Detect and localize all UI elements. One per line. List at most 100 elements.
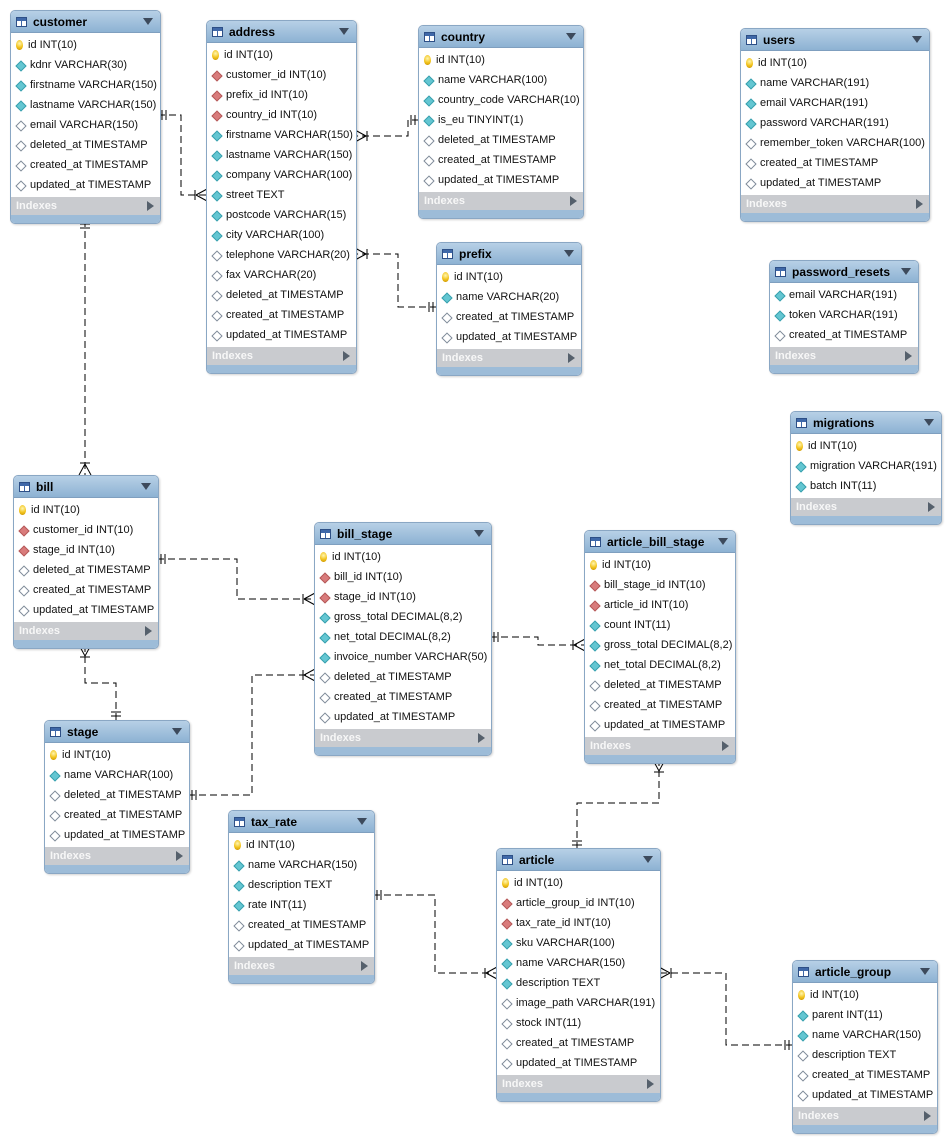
column-row[interactable]: bill_stage_id INT(10) — [585, 575, 735, 595]
column-row[interactable]: id INT(10) — [741, 53, 929, 73]
column-row[interactable]: created_at TIMESTAMP — [229, 915, 374, 935]
column-row[interactable]: name VARCHAR(20) — [437, 287, 581, 307]
column-row[interactable]: company VARCHAR(100) — [207, 165, 356, 185]
column-row[interactable]: deleted_at TIMESTAMP — [207, 285, 356, 305]
expand-arrow-icon[interactable] — [647, 1079, 654, 1089]
column-row[interactable]: id INT(10) — [585, 555, 735, 575]
column-row[interactable]: id INT(10) — [315, 547, 491, 567]
column-row[interactable]: created_at TIMESTAMP — [585, 695, 735, 715]
relationship-line-customer-address[interactable] — [158, 114, 207, 196]
expand-arrow-icon[interactable] — [924, 1111, 931, 1121]
column-row[interactable]: created_at TIMESTAMP — [419, 150, 583, 170]
indexes-section[interactable]: Indexes — [741, 195, 929, 213]
column-row[interactable]: name VARCHAR(150) — [497, 953, 660, 973]
column-row[interactable]: stage_id INT(10) — [14, 540, 158, 560]
collapse-arrow-icon[interactable] — [924, 419, 934, 426]
column-row[interactable]: name VARCHAR(100) — [419, 70, 583, 90]
column-row[interactable]: updated_at TIMESTAMP — [741, 173, 929, 193]
column-row[interactable]: invoice_number VARCHAR(50) — [315, 647, 491, 667]
column-row[interactable]: batch INT(11) — [791, 476, 941, 496]
expand-arrow-icon[interactable] — [722, 741, 729, 751]
column-row[interactable]: created_at TIMESTAMP — [437, 307, 581, 327]
collapse-arrow-icon[interactable] — [901, 268, 911, 275]
column-row[interactable]: updated_at TIMESTAMP — [497, 1053, 660, 1073]
column-row[interactable]: article_group_id INT(10) — [497, 893, 660, 913]
column-row[interactable]: image_path VARCHAR(191) — [497, 993, 660, 1013]
column-row[interactable]: updated_at TIMESTAMP — [11, 175, 160, 195]
column-row[interactable]: sku VARCHAR(100) — [497, 933, 660, 953]
collapse-arrow-icon[interactable] — [339, 28, 349, 35]
column-row[interactable]: deleted_at TIMESTAMP — [585, 675, 735, 695]
column-row[interactable]: updated_at TIMESTAMP — [585, 715, 735, 735]
expand-arrow-icon[interactable] — [343, 351, 350, 361]
relationship-line-stage-bill[interactable] — [84, 645, 117, 720]
column-row[interactable]: email VARCHAR(191) — [770, 285, 918, 305]
column-row[interactable]: kdnr VARCHAR(30) — [11, 55, 160, 75]
collapse-arrow-icon[interactable] — [912, 36, 922, 43]
column-row[interactable]: fax VARCHAR(20) — [207, 265, 356, 285]
column-row[interactable]: email VARCHAR(191) — [741, 93, 929, 113]
column-row[interactable]: created_at TIMESTAMP — [793, 1065, 937, 1085]
column-row[interactable]: id INT(10) — [497, 873, 660, 893]
indexes-section[interactable]: Indexes — [437, 349, 581, 367]
column-row[interactable]: created_at TIMESTAMP — [207, 305, 356, 325]
relationship-line-article-article-bill-stage[interactable] — [576, 760, 660, 849]
indexes-section[interactable]: Indexes — [315, 729, 491, 747]
indexes-section[interactable]: Indexes — [791, 498, 941, 516]
column-row[interactable]: id INT(10) — [419, 50, 583, 70]
indexes-section[interactable]: Indexes — [207, 347, 356, 365]
column-row[interactable]: lastname VARCHAR(150) — [11, 95, 160, 115]
expand-arrow-icon[interactable] — [478, 733, 485, 743]
indexes-section[interactable]: Indexes — [770, 347, 918, 365]
collapse-arrow-icon[interactable] — [566, 33, 576, 40]
column-row[interactable]: postcode VARCHAR(15) — [207, 205, 356, 225]
column-row[interactable]: name VARCHAR(150) — [793, 1025, 937, 1045]
relationship-line-bill-stage-article-bill-stage[interactable] — [490, 636, 585, 646]
column-row[interactable]: parent INT(11) — [793, 1005, 937, 1025]
column-row[interactable]: net_total DECIMAL(8,2) — [585, 655, 735, 675]
table-header[interactable]: bill — [14, 476, 158, 498]
indexes-section[interactable]: Indexes — [14, 622, 158, 640]
column-row[interactable]: created_at TIMESTAMP — [11, 155, 160, 175]
column-row[interactable]: is_eu TINYINT(1) — [419, 110, 583, 130]
column-row[interactable]: created_at TIMESTAMP — [14, 580, 158, 600]
column-row[interactable]: bill_id INT(10) — [315, 567, 491, 587]
relationship-line-country-address[interactable] — [355, 119, 419, 137]
column-row[interactable]: description TEXT — [793, 1045, 937, 1065]
column-row[interactable]: updated_at TIMESTAMP — [419, 170, 583, 190]
column-row[interactable]: created_at TIMESTAMP — [45, 805, 189, 825]
column-row[interactable]: customer_id INT(10) — [14, 520, 158, 540]
expand-arrow-icon[interactable] — [916, 199, 923, 209]
column-row[interactable]: id INT(10) — [45, 745, 189, 765]
column-row[interactable]: deleted_at TIMESTAMP — [45, 785, 189, 805]
expand-arrow-icon[interactable] — [361, 961, 368, 971]
column-row[interactable]: tax_rate_id INT(10) — [497, 913, 660, 933]
column-row[interactable]: id INT(10) — [207, 45, 356, 65]
expand-arrow-icon[interactable] — [147, 201, 154, 211]
relationship-line-stage-bill-stage[interactable] — [188, 674, 315, 796]
indexes-section[interactable]: Indexes — [229, 957, 374, 975]
column-row[interactable]: updated_at TIMESTAMP — [315, 707, 491, 727]
column-row[interactable]: telephone VARCHAR(20) — [207, 245, 356, 265]
relationship-line-bill-bill-stage[interactable] — [157, 558, 315, 600]
column-row[interactable]: firstname VARCHAR(150) — [207, 125, 356, 145]
column-row[interactable]: updated_at TIMESTAMP — [45, 825, 189, 845]
collapse-arrow-icon[interactable] — [564, 250, 574, 257]
column-row[interactable]: rate INT(11) — [229, 895, 374, 915]
expand-arrow-icon[interactable] — [928, 502, 935, 512]
column-row[interactable]: gross_total DECIMAL(8,2) — [585, 635, 735, 655]
indexes-section[interactable]: Indexes — [11, 197, 160, 215]
column-row[interactable]: article_id INT(10) — [585, 595, 735, 615]
relationship-line-prefix-address[interactable] — [355, 253, 437, 308]
table-header[interactable]: article_group — [793, 961, 937, 983]
table-header[interactable]: article — [497, 849, 660, 871]
